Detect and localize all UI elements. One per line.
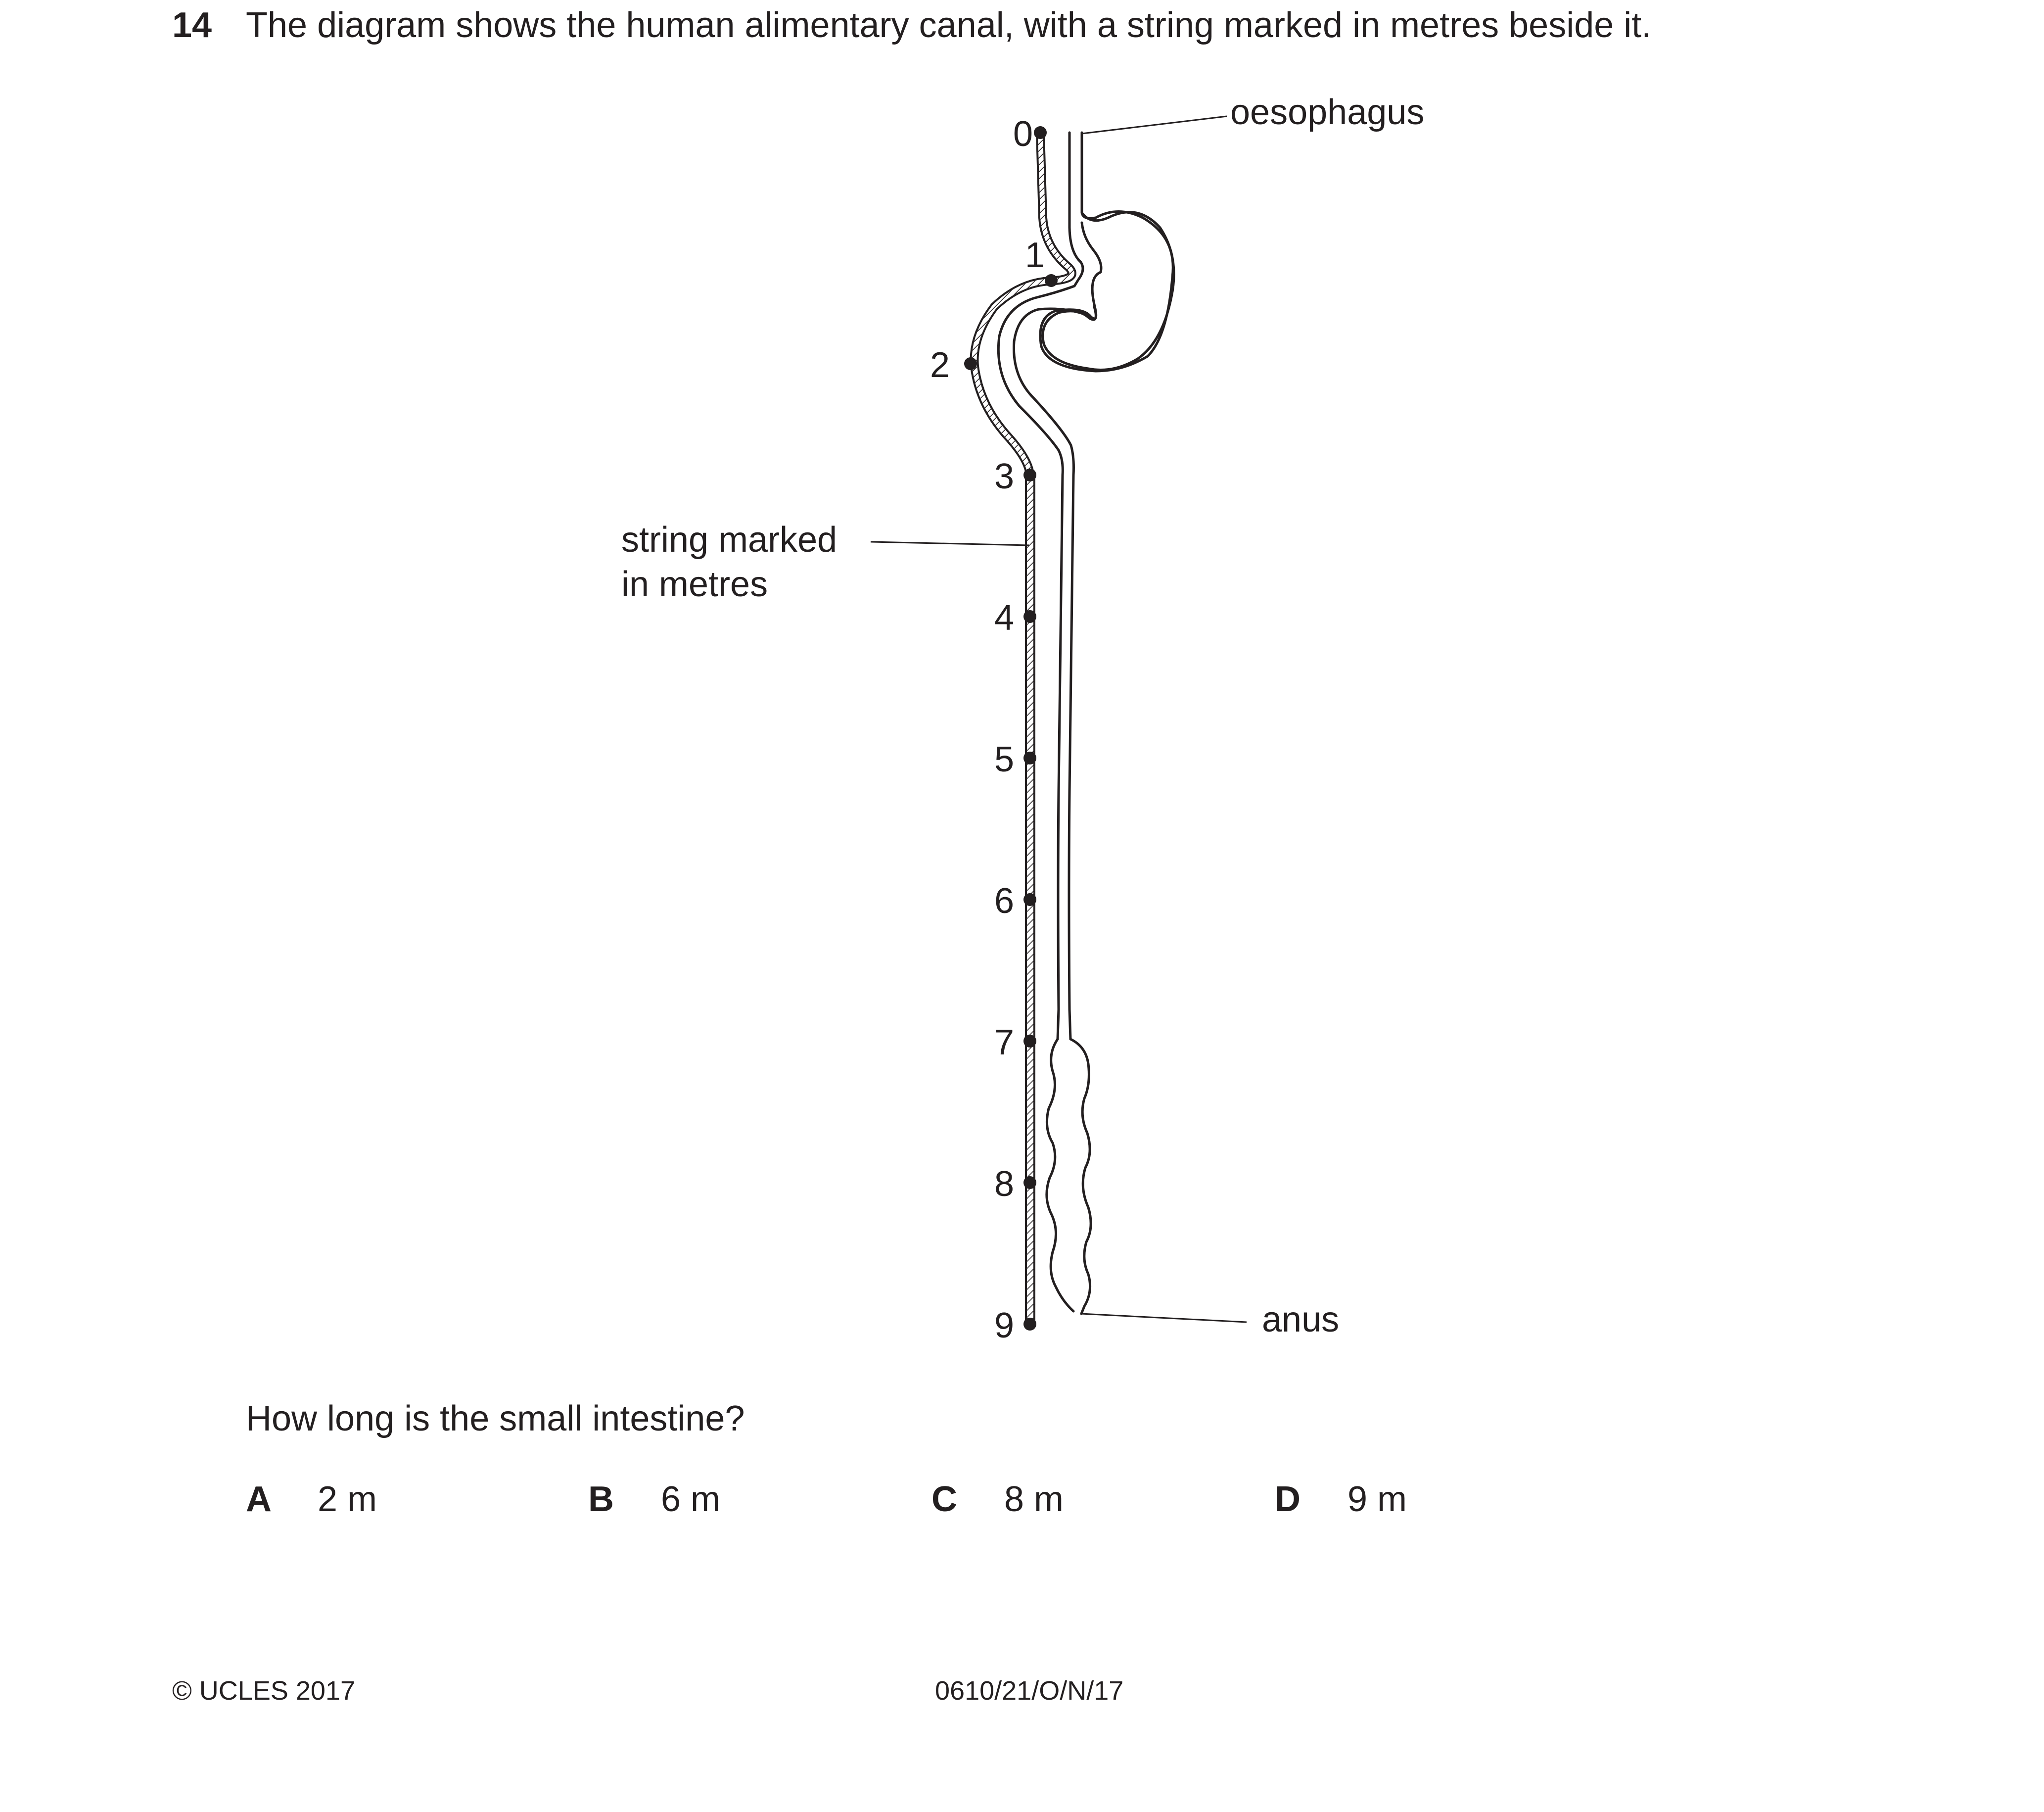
string-mark-label-4: 4 [994, 598, 1014, 638]
string-mark-labels: 0 1 2 3 4 5 6 7 8 9 [930, 114, 1045, 1345]
string-mark-label-8: 8 [994, 1164, 1014, 1204]
question-prompt: How long is the small intestine? [246, 1399, 745, 1438]
option-a-letter[interactable]: A [246, 1479, 272, 1519]
string-label-line2: in metres [621, 565, 768, 604]
string-mark-dot-8 [1023, 1176, 1036, 1189]
oesophagus-leader [1081, 115, 1227, 135]
measuring-string: 0 1 2 3 4 5 6 7 8 9 [930, 114, 1076, 1345]
oesophagus-label: oesophagus [1230, 93, 1425, 132]
question-number: 14 [172, 5, 212, 45]
anus-label: anus [1262, 1300, 1340, 1339]
intestine-left-wall [997, 285, 1076, 1041]
string-mark-label-2: 2 [930, 345, 950, 385]
string-mark-label-3: 3 [994, 457, 1014, 496]
string-mark-dot-1 [1045, 274, 1058, 287]
string-mark-label-1: 1 [1025, 236, 1045, 275]
string-mark-dot-6 [1023, 893, 1036, 906]
string-mark-dots [964, 126, 1058, 1331]
string-leader [870, 541, 1029, 546]
option-d-value[interactable]: 9 m [1347, 1479, 1407, 1519]
string-mark-label-0: 0 [1013, 114, 1033, 154]
string-mark-dot-5 [1023, 752, 1036, 764]
option-c-value[interactable]: 8 m [1004, 1479, 1064, 1519]
string-mark-label-6: 6 [994, 881, 1014, 921]
string-mark-label-5: 5 [994, 740, 1014, 779]
string-mark-dot-7 [1023, 1035, 1036, 1048]
canal-outline [997, 131, 1175, 1315]
option-d-letter[interactable]: D [1275, 1479, 1301, 1519]
string-mark-dot-4 [1023, 610, 1036, 623]
leader-lines [870, 115, 1247, 1323]
colon-left-wall [1045, 1038, 1075, 1313]
option-a-value[interactable]: 2 m [318, 1479, 377, 1519]
string-mark-dot-0 [1034, 126, 1047, 139]
string-mark-dot-2 [964, 357, 977, 370]
oesophagus-left-wall [1068, 131, 1084, 287]
question-text: The diagram shows the human alimentary c… [246, 5, 1652, 45]
string-label-line1: string marked [621, 520, 837, 560]
string-mark-dot-3 [1023, 469, 1036, 481]
anus-leader [1081, 1313, 1247, 1323]
option-b-letter[interactable]: B [588, 1479, 614, 1519]
stomach [1041, 211, 1175, 371]
copyright-text: © UCLES 2017 [172, 1676, 355, 1706]
paper-code: 0610/21/O/N/17 [935, 1676, 1124, 1706]
option-b-value[interactable]: 6 m [661, 1479, 721, 1519]
oesophagus-right-wall [1039, 131, 1174, 373]
string-mark-label-9: 9 [994, 1306, 1014, 1345]
string-curved-hatch [972, 132, 1074, 476]
string-mark-dot-9 [1023, 1318, 1036, 1331]
colon-right-wall [1069, 1038, 1092, 1315]
string-mark-label-7: 7 [994, 1023, 1014, 1062]
option-c-letter[interactable]: C [931, 1479, 957, 1519]
intestine-right-wall [1013, 307, 1092, 1041]
